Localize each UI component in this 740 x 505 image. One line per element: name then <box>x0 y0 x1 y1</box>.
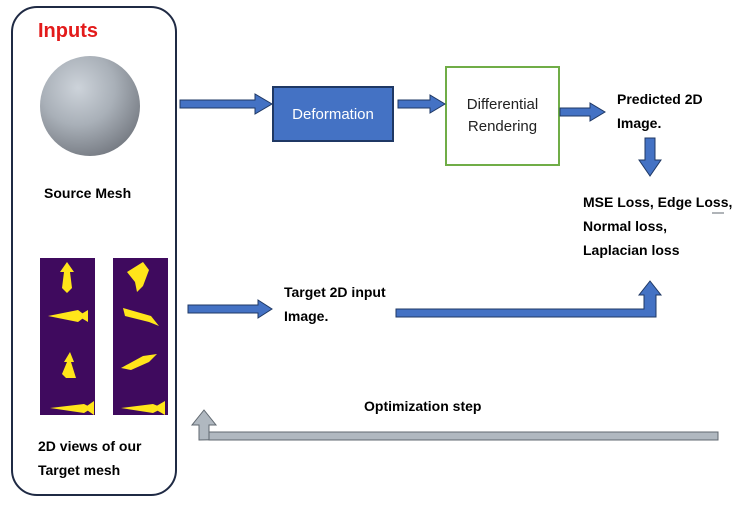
target-image-label: Target 2D input Image. <box>284 284 386 324</box>
arrow-target-to-loss <box>395 280 663 318</box>
predicted-image-label: Predicted 2D Image. <box>617 91 703 131</box>
target-views-label: 2D views of our Target mesh <box>38 438 142 478</box>
target-view-strip-left <box>40 258 95 415</box>
differential-rendering-box: Differential Rendering <box>445 66 560 166</box>
arrow-optimization-return-bar <box>208 431 719 441</box>
loss-functions-label: MSE Loss, Edge Loss, Normal loss, Laplac… <box>583 194 733 258</box>
inputs-title: Inputs <box>38 20 98 42</box>
arrow-deformation-to-rendering <box>397 94 446 114</box>
dolphin-silhouettes-left <box>48 262 94 415</box>
optimization-step-label: Optimization step <box>364 398 482 414</box>
source-mesh-label: Source Mesh <box>44 185 132 201</box>
source-mesh-sphere-image <box>40 56 140 156</box>
deformation-box: Deformation <box>272 86 394 142</box>
arrow-views-to-target <box>187 299 273 319</box>
target-view-strip-right <box>113 258 168 415</box>
dolphin-silhouettes-right <box>121 262 165 415</box>
arrow-predicted-to-loss <box>638 137 662 177</box>
arrow-rendering-to-predicted <box>559 102 606 122</box>
arrow-inputs-to-deformation <box>179 93 273 115</box>
